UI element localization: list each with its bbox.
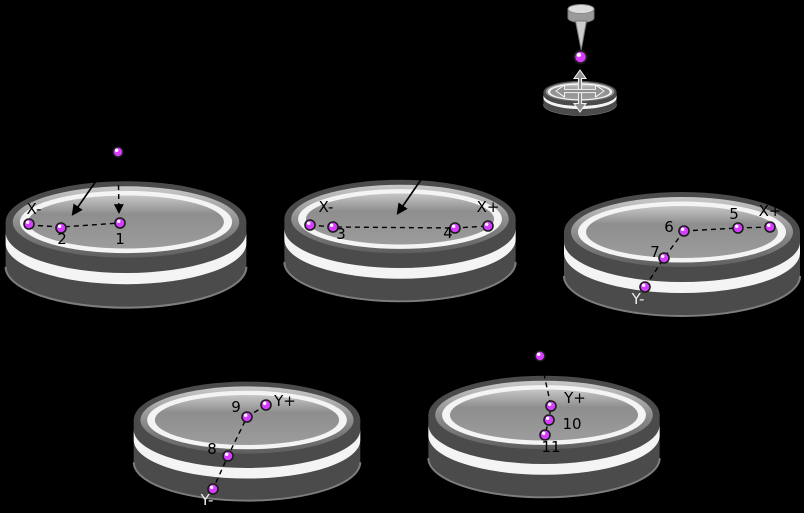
calibration-point-9 — [241, 411, 253, 423]
point-label-6: 6 — [664, 218, 674, 236]
calibration-point-x-plus — [764, 221, 776, 233]
dashed-path-y — [644, 230, 685, 288]
calibration-point-x-minus — [304, 219, 316, 231]
probe-tip-ball-icon — [573, 49, 588, 65]
point-label-5: 5 — [729, 205, 739, 223]
point-label-8: 8 — [207, 440, 217, 458]
calibration-point-10 — [543, 414, 555, 426]
calibration-point-x-plus — [482, 220, 494, 232]
calibration-point-5 — [732, 222, 744, 234]
annotation-arrow — [396, 170, 428, 215]
point-label-2: 2 — [57, 230, 67, 248]
probe-tool — [543, 4, 617, 116]
petri-dish-2-group: X- X+ 3 4 — [283, 170, 517, 303]
point-label-7: 7 — [650, 243, 660, 261]
dashed-path-y — [212, 404, 267, 490]
point-label-10: 10 — [562, 415, 581, 433]
axis-label-x-minus: X- — [27, 200, 42, 218]
petri-dish-4-group: Y+ 9 8 Y- — [132, 380, 362, 509]
petri-dish-1-group: X- 2 1 — [4, 146, 248, 309]
dashed-path-x — [28, 222, 121, 228]
dashed-path-x — [309, 224, 489, 229]
point-label-4: 4 — [443, 224, 453, 242]
calibration-point-8 — [222, 450, 234, 462]
point-label-11: 11 — [541, 438, 560, 456]
calibration-point-1 — [114, 217, 126, 229]
calibration-point-y-plus — [545, 400, 557, 412]
axis-label-y-plus: Y+ — [563, 389, 586, 407]
petri-dish-3-group: X+ 5 6 7 Y- — [563, 191, 801, 317]
petri-dish — [132, 380, 362, 502]
axis-label-y-minus: Y- — [200, 491, 214, 509]
calibration-point-y-plus — [260, 399, 272, 411]
calibration-point-x-minus — [23, 218, 35, 230]
petri-dish — [4, 180, 248, 309]
axis-label-x-plus: X+ — [759, 202, 782, 220]
point-label-3: 3 — [336, 225, 346, 243]
probe-point-above — [112, 146, 124, 158]
probe-point-above — [534, 350, 546, 362]
calibration-point-6 — [678, 225, 690, 237]
probe-cap-top — [567, 4, 595, 14]
axis-label-x-minus: X- — [319, 198, 334, 216]
calibration-point-7 — [658, 252, 670, 264]
annotation-arrow — [71, 163, 109, 216]
dashed-drop-line — [113, 157, 124, 214]
dashed-drop-line — [539, 355, 552, 435]
probe-shaft-icon — [574, 20, 588, 51]
axis-label-x-plus: X+ — [477, 198, 500, 216]
point-label-1: 1 — [115, 230, 125, 248]
point-label-9: 9 — [231, 398, 241, 416]
axis-label-y-plus: Y+ — [273, 392, 296, 410]
axis-label-y-minus: Y- — [631, 290, 645, 308]
horizontal-arrows-icon — [555, 84, 605, 98]
petri-dish-5-group: Y+ 10 11 — [427, 350, 661, 499]
